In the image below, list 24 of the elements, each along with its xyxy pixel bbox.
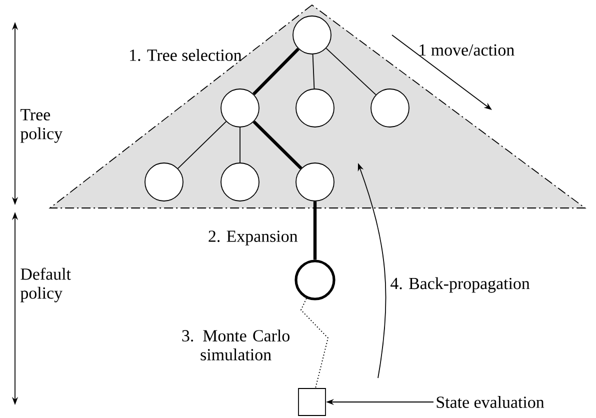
node-label: State evaluation (436, 396, 544, 408)
tree-node-circle (220, 162, 260, 202)
policy-label: Default policy (20, 268, 71, 302)
connector (312, 54, 315, 90)
connector (313, 201, 317, 260)
edge-label: 1. Tree selection (130, 49, 242, 61)
direction-label: 1 move/action (420, 44, 514, 56)
tree-node-circle (144, 162, 184, 202)
edge-label: 4. Back-propagation (390, 277, 530, 293)
tree-node-circle (220, 88, 260, 128)
state-box (298, 388, 326, 416)
connector (252, 120, 302, 170)
connector (326, 48, 376, 96)
tree-node-circle (294, 260, 336, 300)
tree-node-circle (292, 16, 332, 54)
edge-label: 2. Expansion (208, 230, 298, 246)
edge-label: 3. Monte Carlo simulation (182, 330, 290, 360)
policy-label: Tree policy (20, 109, 62, 143)
connector (300, 298, 329, 389)
tree-node-circle (296, 88, 334, 128)
tree-node-circle (370, 88, 410, 128)
tree-node-circle (296, 162, 334, 202)
connector (178, 121, 227, 169)
connector (252, 48, 300, 96)
